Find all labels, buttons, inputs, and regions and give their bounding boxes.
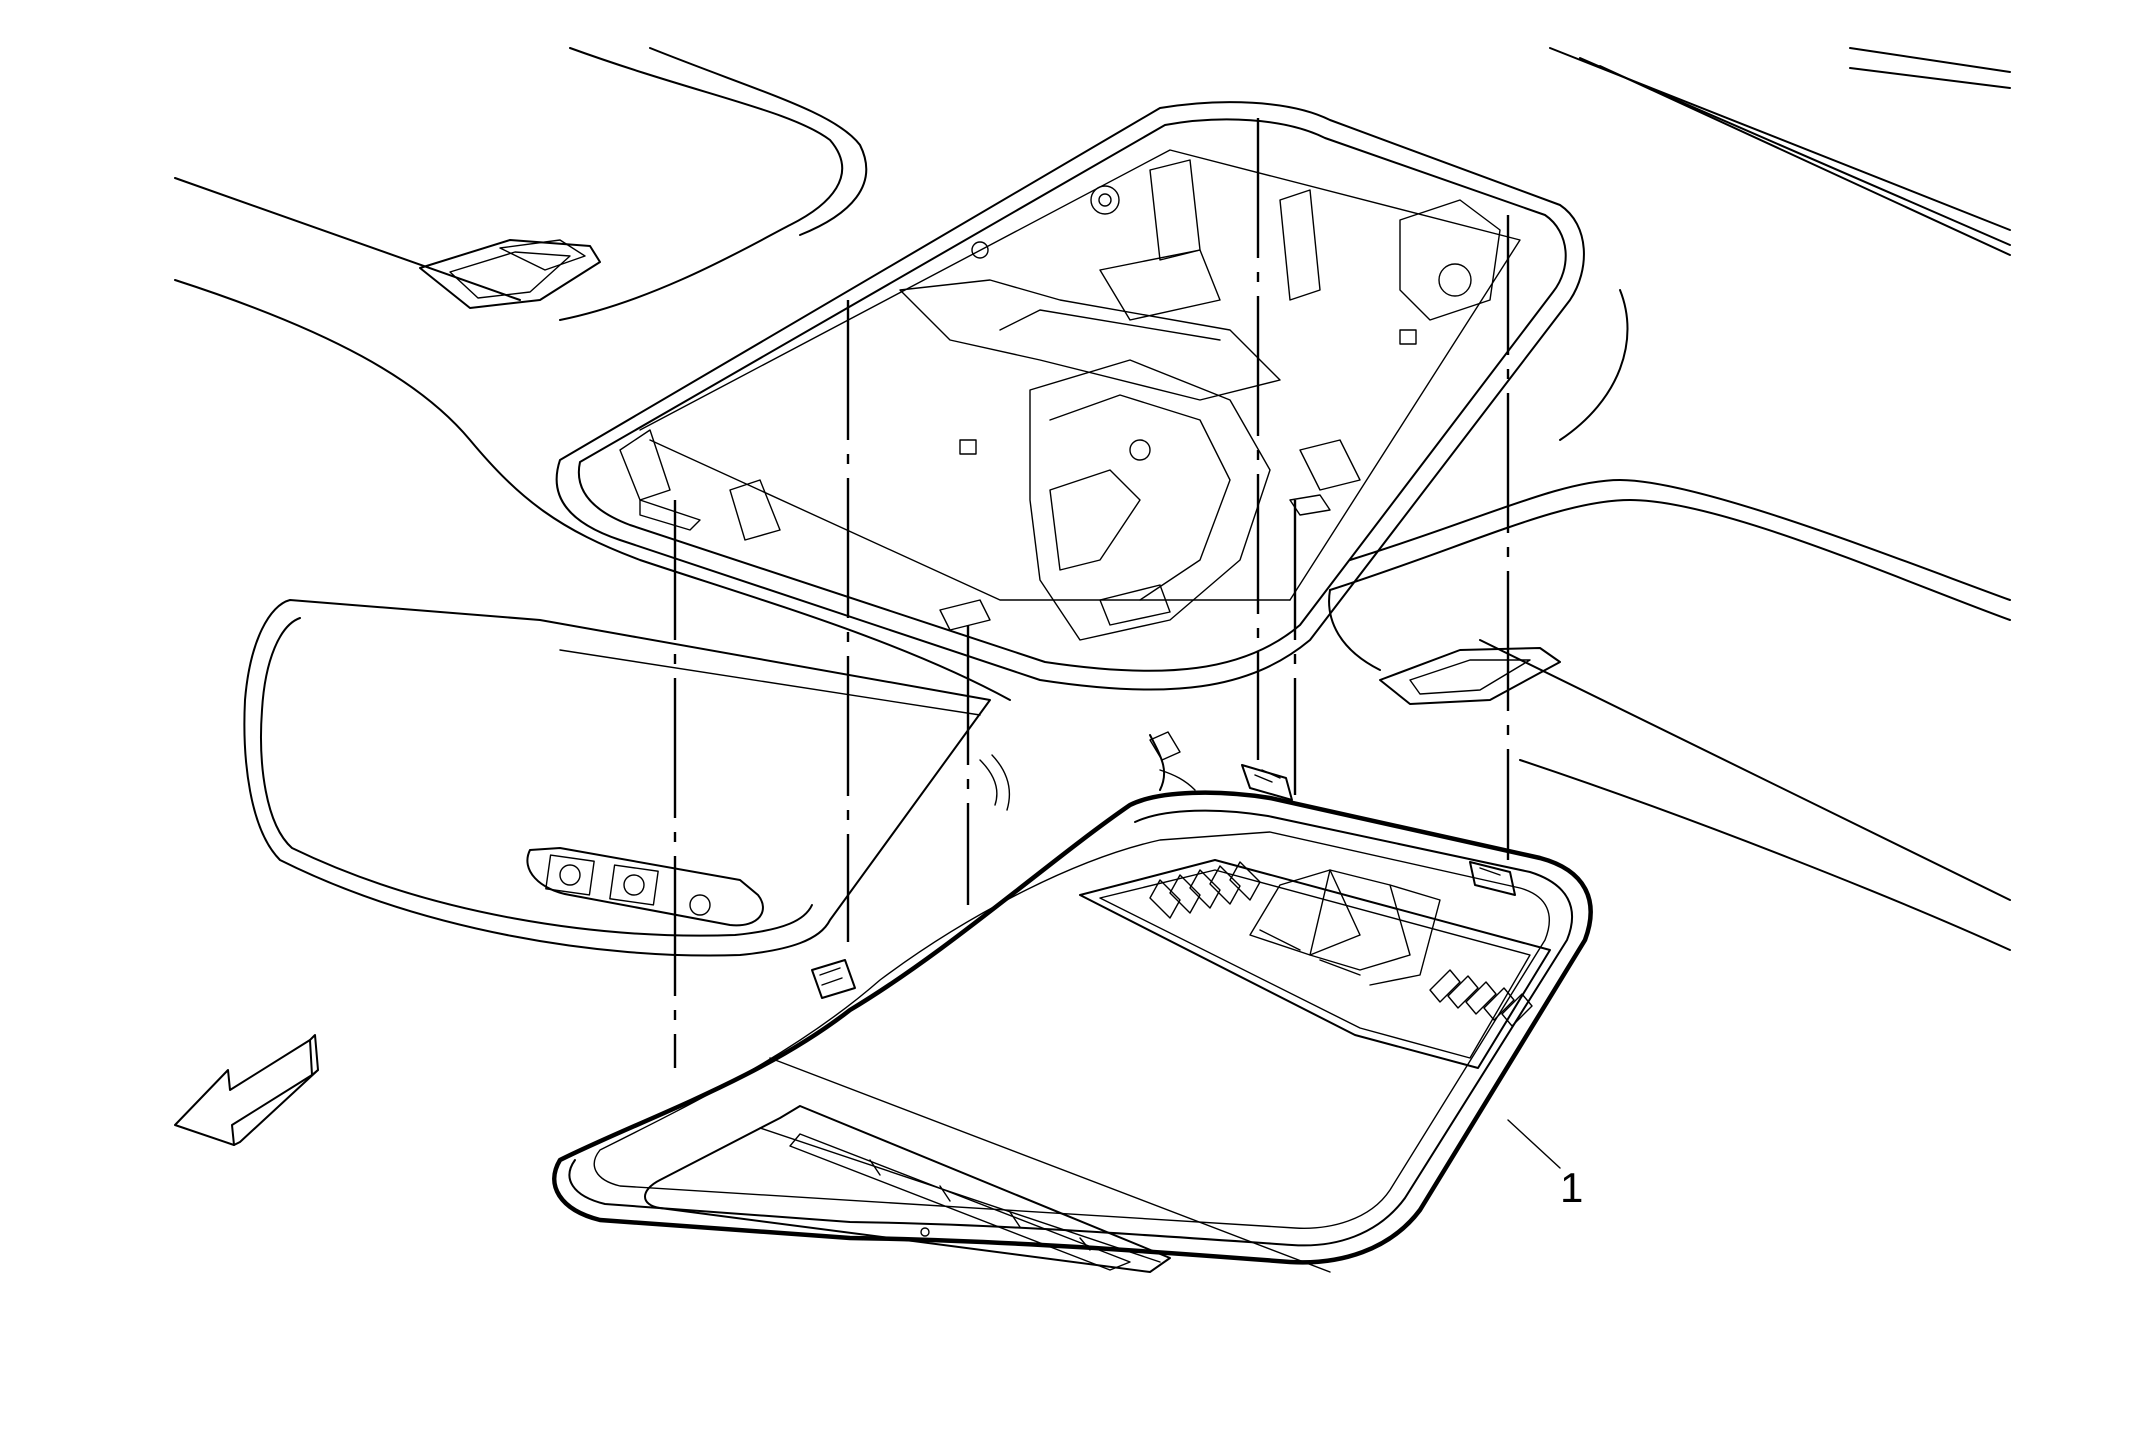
overhead-console: [552, 731, 1593, 1273]
rear-view-mirror: [243, 599, 1011, 957]
alignment-lines: [673, 118, 1510, 1068]
callout-label: 1: [1560, 1164, 1583, 1211]
vent-left: [1149, 861, 1261, 919]
vent-right: [1429, 969, 1533, 1027]
callout-1: 1: [1507, 1119, 1583, 1211]
front-direction-arrow-icon: [174, 1034, 319, 1146]
console-recess: [555, 101, 1585, 691]
console-clips: [811, 764, 1516, 999]
headliner: [174, 47, 2011, 951]
